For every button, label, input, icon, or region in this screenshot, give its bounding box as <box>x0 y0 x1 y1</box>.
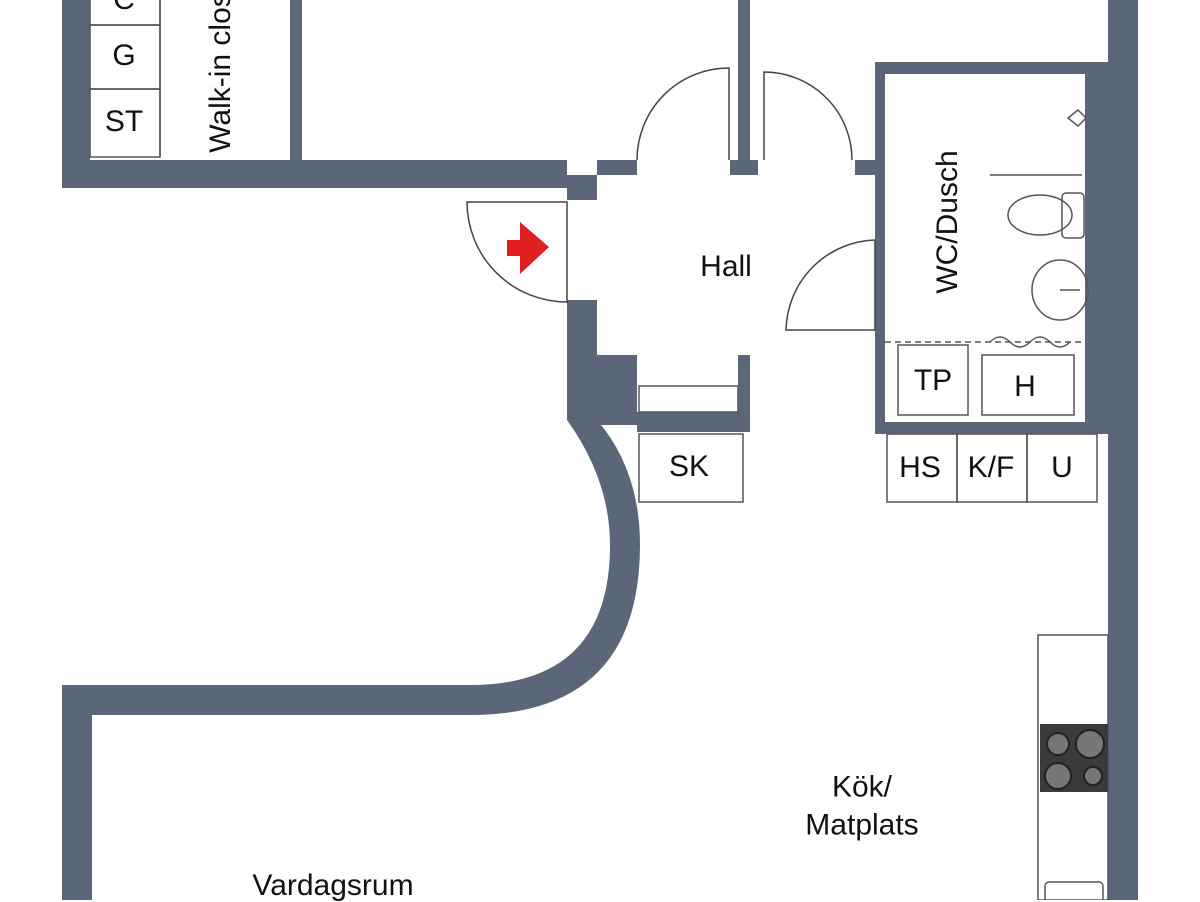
entrance-arrow-icon <box>507 222 549 274</box>
walls <box>62 0 1138 900</box>
kitchen-label: Kök/ Matplats <box>805 769 918 844</box>
kitchen-label-line1: Kök/ <box>831 770 893 804</box>
wall-hall-bottom <box>637 412 750 432</box>
storage-u-label: U <box>1051 451 1073 484</box>
tp-box <box>897 344 969 416</box>
wall-right-top-stub <box>855 160 875 175</box>
wall-wc-right <box>1085 62 1110 434</box>
stove-icon <box>1040 724 1108 792</box>
wall-left-top <box>62 0 90 188</box>
wall-center-vertical <box>738 0 750 172</box>
toilet-icon <box>1007 192 1085 239</box>
sk-box <box>638 433 744 503</box>
storage-c-label: C <box>113 0 135 15</box>
wall-hall-bottom-right <box>738 355 750 415</box>
shower-icon <box>989 336 1071 348</box>
storage-h-label: H <box>1014 370 1036 403</box>
wc-fixtures <box>885 108 1089 416</box>
sink-icon <box>1031 259 1089 321</box>
wall-hall-bottom-left <box>597 355 637 425</box>
wall-closet-right <box>290 0 302 162</box>
wall-left-bottom <box>62 685 92 900</box>
hall-label: Hall <box>700 250 752 283</box>
storage-st-label: ST <box>104 105 144 138</box>
storage-sk-label: SK <box>668 450 710 483</box>
wall-curved <box>62 420 640 715</box>
kitchen-storage <box>886 433 1109 900</box>
storage-tp-label: TP <box>913 364 953 397</box>
wc-label: WC/Dusch <box>931 150 964 294</box>
wall-right-outer <box>1108 0 1138 900</box>
wall-wc-top <box>875 62 1110 74</box>
living-label: Vardagsrum <box>252 869 414 902</box>
u-box <box>1026 433 1098 503</box>
wall-hall-left-lower <box>567 300 597 420</box>
wall-hall-corner <box>567 175 597 200</box>
wall-hall-top-left <box>597 160 637 175</box>
wall-center-foot <box>730 160 758 175</box>
kitchen-sink-icon <box>1044 881 1104 900</box>
wall-wc-bottom <box>875 422 1110 434</box>
storage-kf-label: K/F <box>967 451 1015 484</box>
door-closet <box>763 71 853 161</box>
storage-g-label: G <box>112 39 136 72</box>
walkin-label: Walk-in closet <box>204 0 237 153</box>
closet-storage <box>89 0 161 158</box>
entrance-door-swing <box>466 201 568 303</box>
door-bedroom <box>636 67 730 161</box>
door-wc <box>785 239 876 331</box>
doors <box>466 67 876 331</box>
wall-top-horizontal <box>62 160 567 188</box>
hall-cabinet <box>638 385 744 503</box>
h-box <box>981 354 1075 416</box>
wall-wc-left <box>875 62 885 434</box>
kitchen-label-line2: Matplats <box>805 808 919 841</box>
storage-hs-label: HS <box>899 451 941 484</box>
